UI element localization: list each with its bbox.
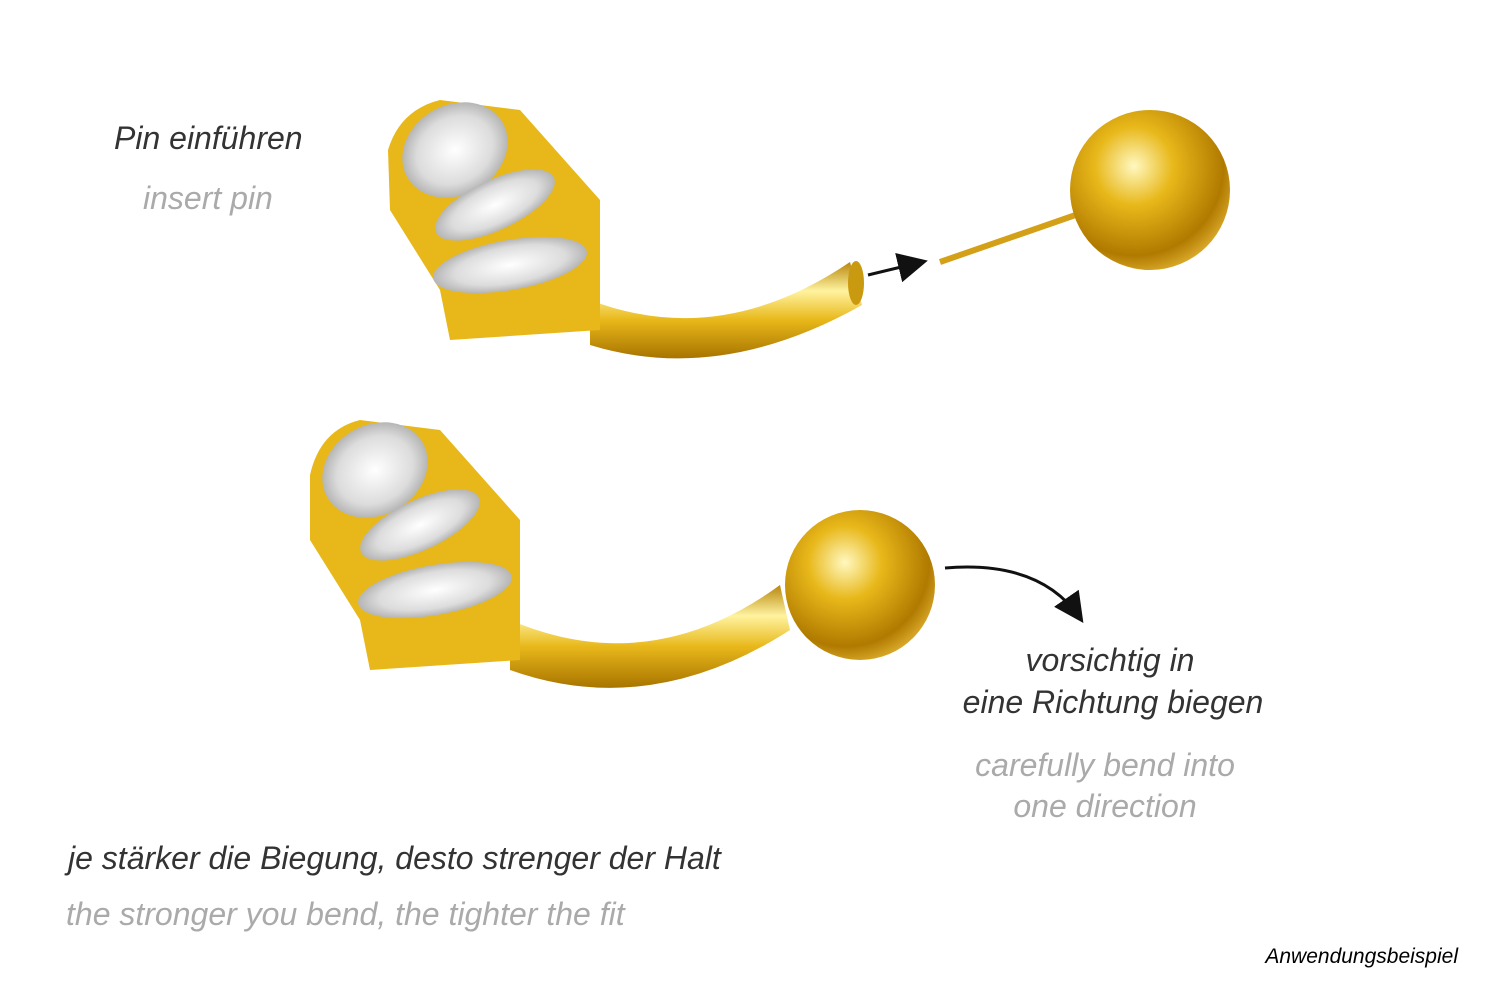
ball — [1070, 110, 1230, 270]
step1-title-de: Pin einführen — [114, 120, 303, 156]
gem — [322, 422, 428, 518]
jewelry-bottom-assembled — [310, 420, 1084, 688]
arrow-icon — [867, 253, 928, 283]
note-de: je stärker die Biegung, desto strenger d… — [68, 840, 721, 876]
caption: Anwendungsbeispiel — [1265, 945, 1458, 968]
step2-title-de-line1: vorsichtig in — [1025, 642, 1195, 678]
step2-title-en-line1: carefully bend into — [975, 747, 1235, 783]
step2-title-de-line2: eine Richtung biegen — [962, 684, 1264, 720]
step2-title-en-line2: one direction — [1013, 788, 1197, 824]
gem — [433, 236, 587, 294]
pin — [939, 207, 1091, 265]
curved-bar — [590, 262, 862, 359]
note-en: the stronger you bend, the tighter the f… — [66, 896, 625, 932]
ball — [785, 510, 935, 660]
gem — [360, 489, 480, 561]
jewelry-top-with-pin-removed — [388, 100, 1230, 359]
curved-bar — [510, 585, 790, 688]
gem — [358, 561, 512, 619]
curved-arrow-icon — [944, 565, 1084, 623]
gem — [435, 169, 555, 241]
step1-title-en: insert pin — [143, 180, 273, 216]
gem — [402, 102, 508, 198]
